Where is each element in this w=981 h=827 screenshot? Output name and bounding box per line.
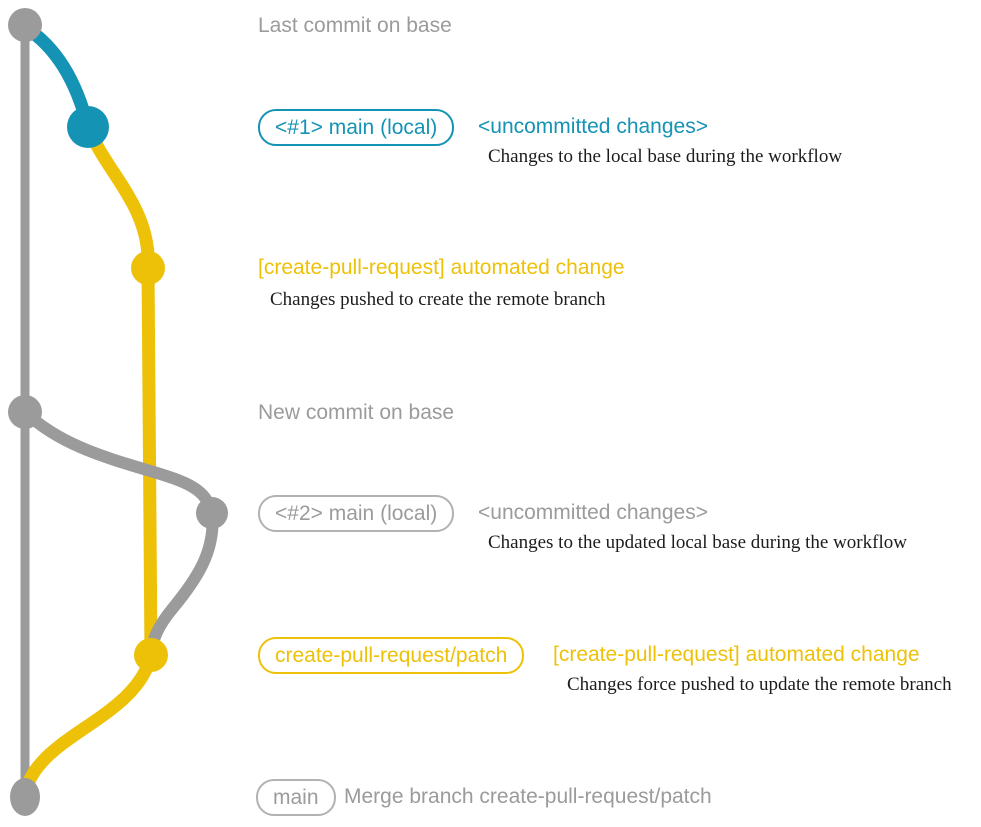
- main-badge: main: [256, 779, 336, 816]
- commit-node-merge-commit: [10, 778, 40, 816]
- commit-node-new-commit-on-base: [8, 395, 42, 429]
- local-to-remote-curve: [145, 507, 219, 661]
- merge-branch-label: Merge branch create-pull-request/patch: [344, 785, 712, 808]
- commit-node-uncommitted-changes-1: [67, 106, 109, 148]
- automated-change-1-tag: [create-pull-request] automated change: [258, 256, 625, 279]
- uncommitted-changes-1-tag: <uncommitted changes>: [478, 115, 708, 138]
- commit-node-automated-change-1: [131, 251, 165, 285]
- automated-change-1-note: Changes pushed to create the remote bran…: [270, 289, 606, 310]
- uncommitted-changes-2-note: Changes to the updated local base during…: [488, 532, 907, 553]
- new-commit-on-base-label: New commit on base: [258, 401, 455, 424]
- commit-node-automated-change-2: [134, 638, 168, 672]
- main-local-2-badge: <#2> main (local): [258, 495, 455, 532]
- uncommitted-changes-1-note: Changes to the local base during the wor…: [488, 146, 843, 167]
- local-branch-curve-2: [19, 406, 218, 519]
- commit-node-uncommitted-changes-2: [196, 497, 228, 529]
- uncommitted-changes-2-tag: <uncommitted changes>: [478, 501, 708, 524]
- create-pull-request-patch-badge: create-pull-request/patch: [258, 637, 525, 674]
- remote-branch-line: [81, 120, 158, 662]
- main-local-1-badge: <#1> main (local): [258, 109, 455, 146]
- remote-branch-merge-curve: [18, 648, 158, 804]
- commit-node-last-commit-on-base: [8, 8, 42, 42]
- automated-change-2-note: Changes force pushed to update the remot…: [567, 674, 952, 695]
- automated-change-2-tag: [create-pull-request] automated change: [553, 643, 920, 666]
- last-commit-on-base-label: Last commit on base: [258, 14, 452, 37]
